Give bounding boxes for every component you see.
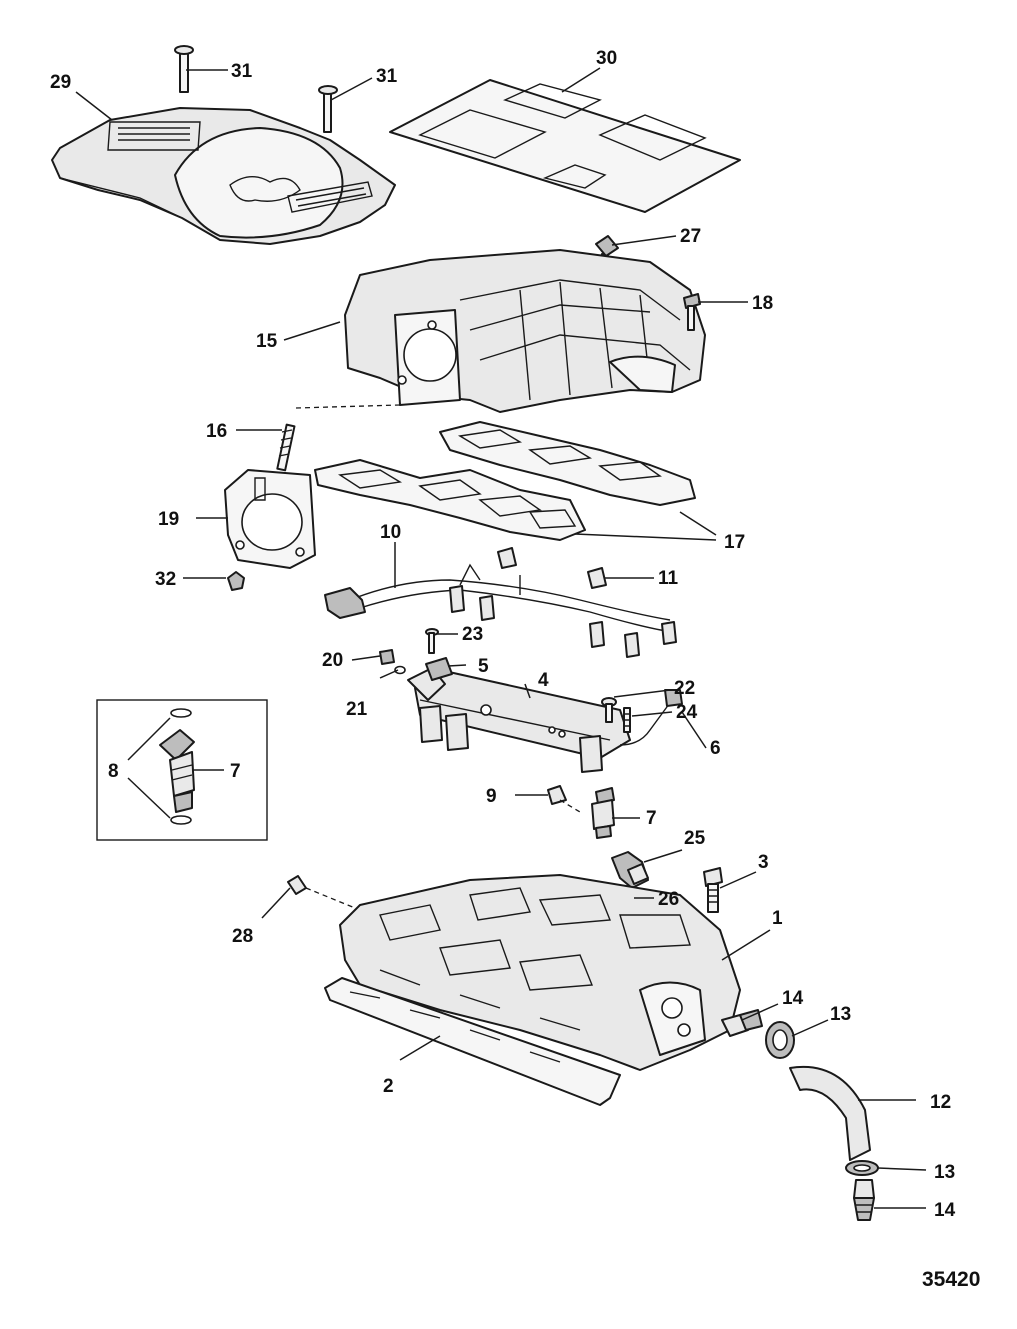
harness-clip-part: [497, 547, 607, 589]
callout-27: 27: [680, 226, 701, 247]
callout-18: 18: [752, 293, 773, 314]
alignment-line: [295, 404, 401, 409]
callout-31-top: 31: [231, 61, 253, 82]
manifold-bolt-part: [683, 293, 701, 331]
o-ring-part: [394, 665, 406, 675]
callout-32: 32: [155, 569, 176, 590]
callout-16: 16: [206, 421, 227, 442]
callout-6: 6: [710, 738, 721, 759]
callout-28: 28: [232, 926, 253, 947]
leader-lines: [75, 67, 927, 1209]
throttle-body-gasket-part: [224, 469, 316, 569]
callout-20: 20: [322, 650, 343, 671]
alignment-line: [305, 887, 356, 909]
pressure-regulator-part: [425, 657, 453, 681]
callout-4: 4: [538, 670, 549, 691]
cover-bolt-part: [318, 85, 338, 133]
injector-detail-inset: [96, 699, 268, 841]
callout-31-center: 31: [376, 66, 398, 87]
stud-part: [623, 707, 631, 733]
callout-29: 29: [50, 72, 71, 93]
callout-5: 5: [478, 656, 489, 677]
upper-intake-manifold-part: [344, 249, 706, 413]
callout-21: 21: [346, 699, 368, 720]
intake-gasket-part: [314, 459, 586, 541]
callout-labels: 31 31 29 30 27 18 15 16 19 32 17 10 11 2…: [50, 48, 956, 1221]
callout-1: 1: [772, 908, 783, 929]
alignment-line: [559, 799, 581, 813]
callout-19: 19: [158, 509, 179, 530]
callout-13-upper: 13: [830, 1004, 851, 1025]
intake-gasket-part: [439, 421, 696, 506]
callout-30: 30: [596, 48, 617, 69]
callout-11: 11: [658, 568, 679, 589]
callout-14-lower: 14: [934, 1200, 956, 1221]
injector-clip-part: [547, 785, 567, 805]
callout-7-right: 7: [646, 808, 657, 829]
callout-25: 25: [684, 828, 706, 849]
cover-bolt-part: [174, 45, 194, 93]
callout-24: 24: [676, 702, 698, 723]
rail-bolt-part: [601, 697, 617, 723]
figure-number: 35420: [922, 1268, 980, 1291]
callout-9: 9: [486, 786, 497, 807]
callout-15: 15: [256, 331, 278, 352]
hose-fitting-part: [853, 1179, 875, 1221]
plug-part: [287, 875, 307, 895]
callout-17: 17: [724, 532, 745, 553]
callout-12: 12: [930, 1092, 951, 1113]
callout-13-lower: 13: [934, 1162, 955, 1183]
hose-fitting-part: [721, 1009, 763, 1037]
callout-23: 23: [462, 624, 483, 645]
callout-14-upper: 14: [782, 988, 804, 1009]
hose-clamp-part: [765, 1021, 795, 1059]
callout-3: 3: [758, 852, 769, 873]
injector-harness-part: [324, 563, 677, 658]
hose-clamp-part: [845, 1160, 879, 1176]
manifold-bolt-part: [703, 867, 723, 913]
nut-part: [227, 571, 245, 591]
callout-8: 8: [108, 761, 119, 782]
sound-pad-part: [389, 79, 741, 213]
rail-bolt-part: [425, 628, 439, 654]
callout-26: 26: [658, 889, 679, 910]
stud-part: [276, 423, 296, 472]
lower-intake-manifold-part: [339, 874, 741, 1071]
fuel-injector-part: [591, 787, 615, 839]
hose-part: [789, 1065, 871, 1161]
callout-10: 10: [380, 522, 401, 543]
callout-2: 2: [383, 1076, 394, 1097]
callout-7-inset: 7: [230, 761, 241, 782]
callout-22: 22: [674, 678, 695, 699]
map-sensor-part: [611, 851, 649, 889]
engine-cover-part: [51, 107, 396, 245]
lower-intake-gasket-part: [324, 977, 621, 1106]
plug-part: [379, 649, 395, 665]
